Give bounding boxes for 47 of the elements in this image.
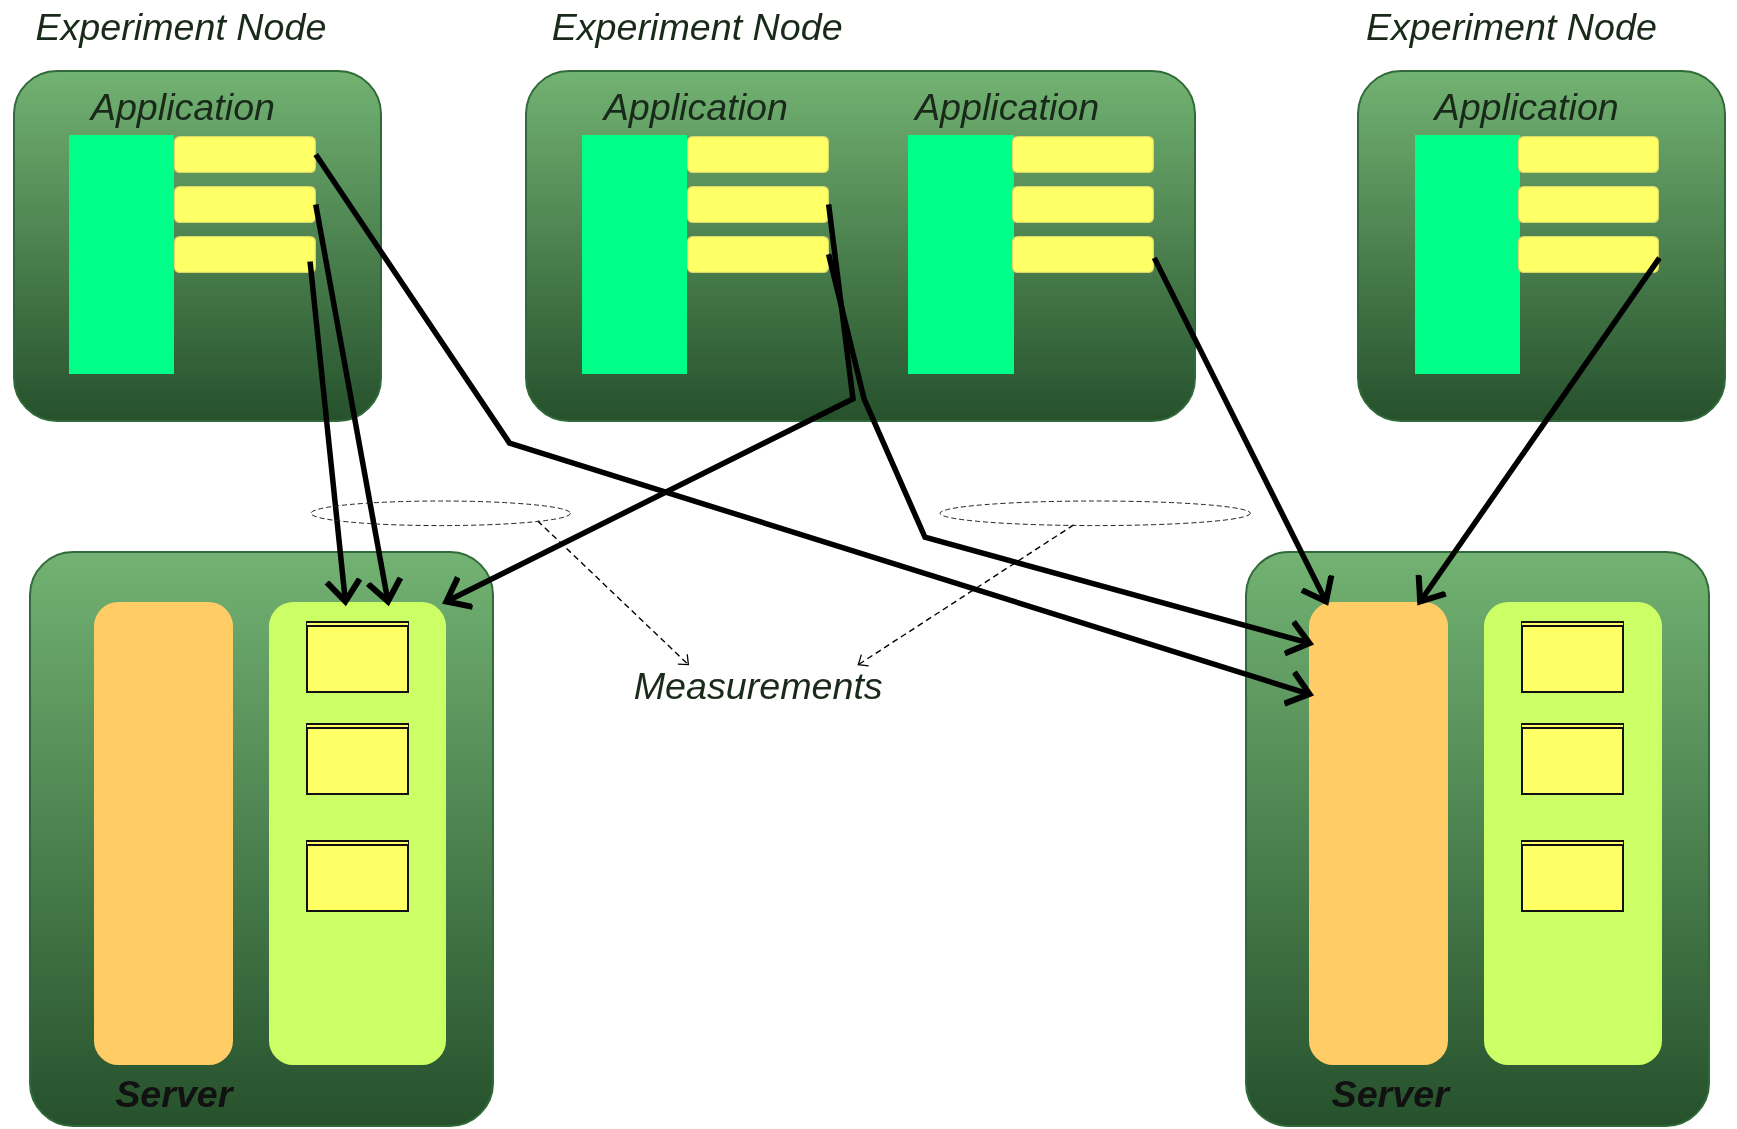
measurement-slot (686, 235, 829, 273)
measurement-slot (1012, 235, 1155, 273)
process-column (581, 135, 687, 375)
process-column (908, 135, 1014, 375)
table-box (305, 839, 409, 912)
process-column (68, 135, 174, 375)
dashed-ellipse (939, 499, 1252, 527)
arrow (443, 204, 856, 610)
measurement-slot (173, 136, 316, 173)
arrow (1151, 256, 1335, 605)
measurement-slot (686, 186, 829, 223)
text-label: Measurements (633, 664, 922, 714)
measurement-slot (1012, 136, 1155, 173)
arrow (313, 153, 1313, 707)
database-panel (269, 601, 447, 1065)
measurement-slot (1517, 235, 1660, 273)
collector-column (1309, 601, 1448, 1065)
collector-column (94, 601, 233, 1065)
arrow (825, 253, 1313, 657)
table-box (1520, 621, 1624, 694)
arrow (857, 524, 1075, 667)
measurement-slot (173, 235, 316, 273)
measurement-slot (1012, 186, 1155, 223)
application-label: Application (90, 86, 275, 130)
server-label: Server (1331, 1073, 1449, 1117)
table-box (1520, 723, 1624, 796)
table-box (1520, 839, 1624, 912)
arrow (1415, 256, 1662, 605)
arrow (536, 520, 690, 666)
arrow (307, 261, 363, 605)
measurement-slot (173, 186, 316, 223)
node-heading: Experiment Node (35, 5, 327, 49)
server-label: Server (115, 1073, 233, 1117)
measurement-slot (1517, 186, 1660, 223)
dashed-ellipse (310, 499, 572, 527)
node-heading: Experiment Node (1365, 5, 1657, 49)
measurement-slot (1517, 136, 1660, 173)
process-column (1414, 135, 1520, 375)
table-box (305, 621, 409, 694)
node-heading: Experiment Node (551, 5, 843, 49)
measurement-slot (686, 136, 829, 173)
application-label: Application (915, 86, 1100, 130)
arrow (313, 203, 404, 605)
application-label: Application (1434, 86, 1619, 130)
table-box (305, 723, 409, 796)
application-label: Application (603, 86, 788, 130)
database-panel (1484, 601, 1662, 1065)
